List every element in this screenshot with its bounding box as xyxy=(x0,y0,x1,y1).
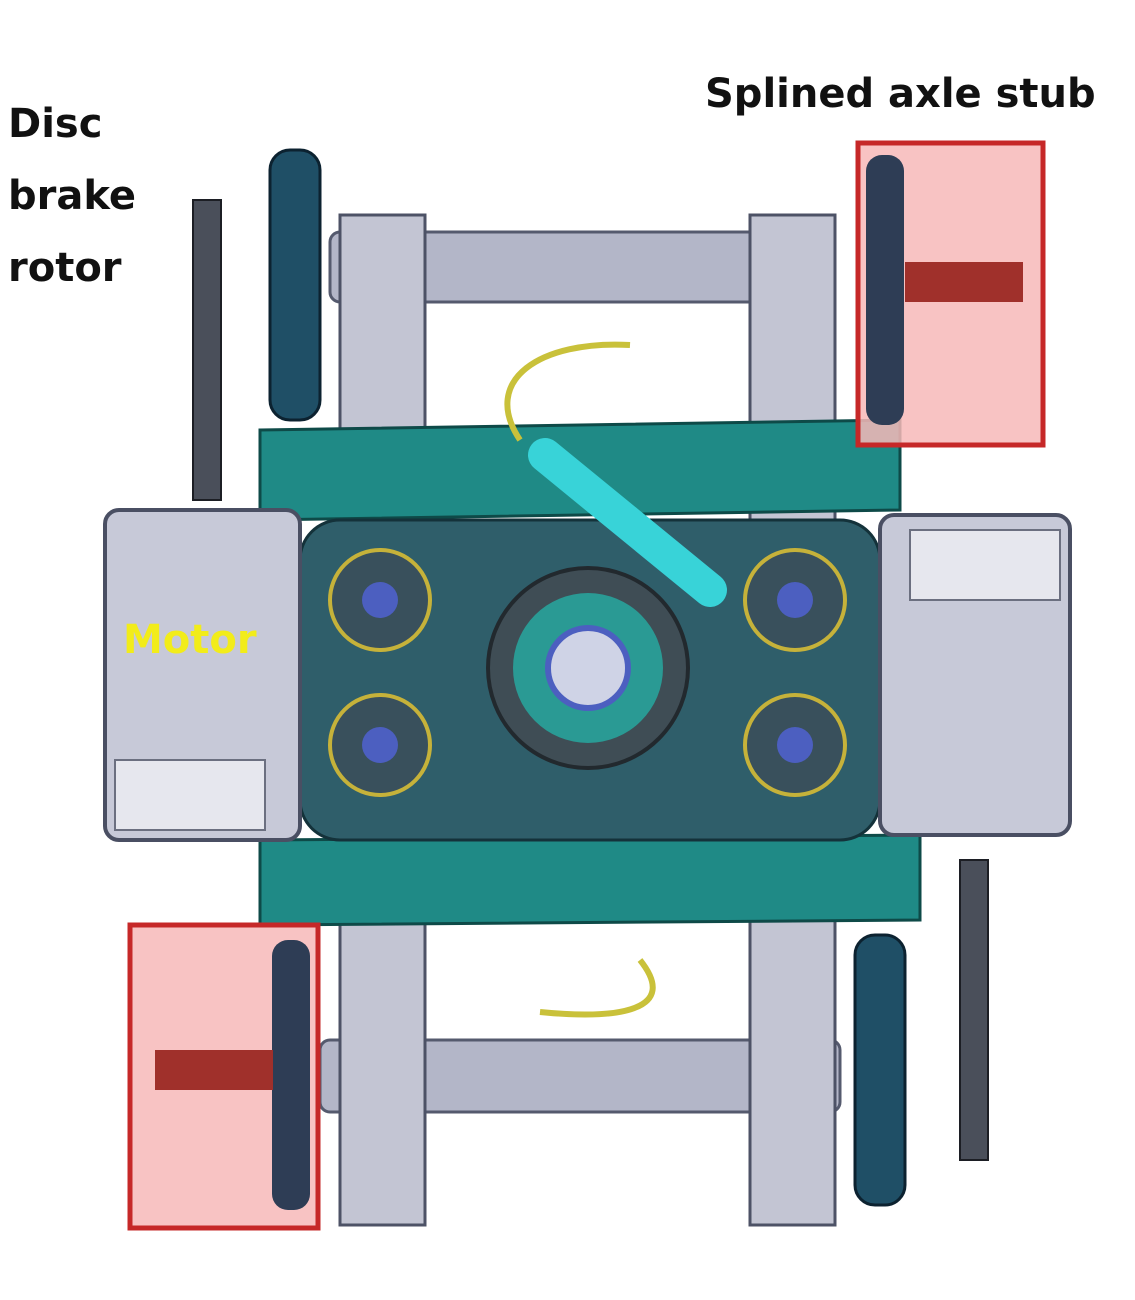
axle-stub-top-right xyxy=(905,262,1023,302)
brake-rotor-top-left xyxy=(192,199,222,501)
cable-top xyxy=(504,341,631,442)
center-pivot-core xyxy=(545,625,631,711)
axle-stub-bottom-left xyxy=(155,1050,273,1090)
bottom-crossbeam xyxy=(258,833,922,927)
gear-hub xyxy=(362,582,398,618)
gear-hub xyxy=(777,727,813,763)
wheel-top-right xyxy=(866,155,904,425)
right-motor-fins xyxy=(909,529,1061,601)
cable-bottom xyxy=(539,958,656,1018)
motor-label: Motor xyxy=(123,617,257,663)
brake-rotor-bottom-right xyxy=(959,859,989,1161)
gear-hub xyxy=(362,727,398,763)
wheel-bottom-left xyxy=(272,940,310,1210)
wheel-bottom-right xyxy=(853,933,907,1207)
splined-axle-stub-label: Splined axle stub xyxy=(705,71,1096,117)
left-motor xyxy=(103,508,302,842)
left-motor-fins xyxy=(114,759,266,831)
disc-brake-rotor-label: Disc brake rotor xyxy=(8,101,137,291)
gear-hub xyxy=(777,582,813,618)
damper xyxy=(528,438,727,607)
wheel-top-left xyxy=(268,148,322,422)
